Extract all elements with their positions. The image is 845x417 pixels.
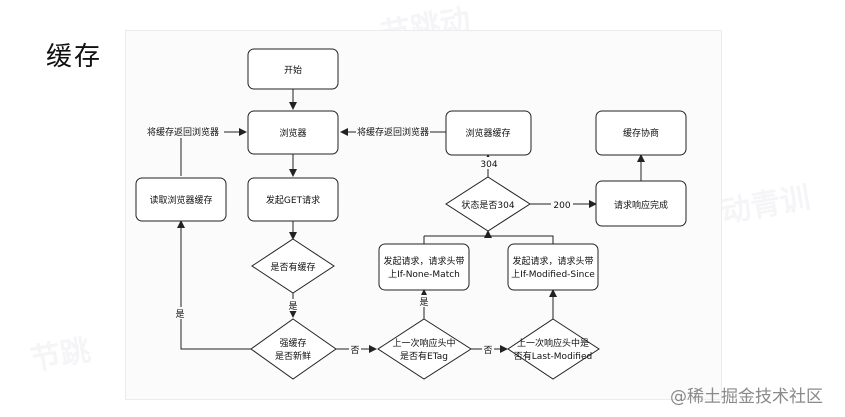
node-if-none-match (378, 243, 470, 291)
site-watermark: @稀土掘金技术社区 (670, 387, 823, 407)
background-watermark: 动青训 (718, 180, 813, 231)
browser-label: 浏览器 (279, 127, 306, 139)
start-label: 开始 (284, 64, 302, 76)
has-etag-label-2: 是否有ETag (400, 350, 448, 362)
node-cache-negotiation (595, 110, 687, 156)
node-strong-cache (250, 318, 337, 380)
edge-label-yes-etag: 是 (419, 297, 428, 308)
node-start (247, 48, 339, 90)
edge-strong-readcache (177, 220, 251, 350)
has-etag-label-1: 上一次响应头中 (392, 337, 455, 349)
if-none-match-label-1: 发起请求，请求头带 (383, 255, 464, 267)
has-last-modified-label-1: 上一次响应头中是 (517, 337, 589, 349)
node-request-complete (595, 180, 687, 227)
has-cache-label: 是否有缓存 (270, 261, 315, 273)
node-if-modified-since (507, 243, 599, 291)
node-has-cache (251, 238, 335, 294)
has-last-modified-label-2: 否有Last-Modified (514, 350, 592, 362)
flowchart: 开始 浏览器 发起GET请求 读取浏览器缓存 是否有缓存 强缓存 是否新鲜 上一… (135, 48, 687, 380)
edge-ifmodifiedsince-merge (424, 235, 554, 244)
edge-label-no-fresh: 否 (350, 345, 359, 356)
edge-label-yes-fresh: 是 (175, 309, 184, 320)
status-304-label: 状态是否304 (461, 199, 514, 211)
page-title: 缓存 (46, 42, 103, 72)
background-watermark: 节跳 (28, 333, 94, 378)
edge-readcache-browser (180, 128, 247, 176)
read-cache-label: 读取浏览器缓存 (149, 194, 212, 206)
if-modified-since-label-1: 发起请求，请求头带 (512, 255, 593, 267)
edge-label-return-left: 将缓存返回浏览器 (147, 126, 219, 138)
strong-cache-label-1: 强缓存 (279, 337, 306, 349)
node-status-304 (445, 176, 531, 232)
node-has-last-modified (507, 318, 600, 380)
node-has-etag (377, 318, 472, 380)
get-request-label: 发起GET请求 (266, 194, 320, 206)
strong-cache-label-2: 是否新鲜 (275, 350, 311, 362)
if-none-match-label-2: 上If-None-Match (388, 269, 460, 280)
edge-label-yes-cache: 是 (288, 301, 297, 312)
request-complete-label: 请求响应完成 (614, 199, 668, 211)
edge-label-200: 200 (553, 201, 570, 211)
flowchart-canvas: 开始 浏览器 发起GET请求 读取浏览器缓存 是否有缓存 强缓存 是否新鲜 上一… (125, 30, 722, 400)
if-modified-since-label-2: 上If-Modified-Since (511, 269, 595, 280)
node-browser-cache (445, 110, 532, 156)
edge-label-return-right: 将缓存返回浏览器 (357, 126, 429, 138)
browser-cache-label: 浏览器缓存 (465, 127, 510, 139)
node-read-cache (135, 177, 227, 222)
edge-label-no-etag: 否 (483, 345, 492, 356)
node-get-request (247, 177, 339, 222)
node-browser (247, 110, 339, 155)
cache-negotiation-label: 缓存协商 (623, 127, 659, 139)
edge-label-304: 304 (480, 160, 497, 170)
